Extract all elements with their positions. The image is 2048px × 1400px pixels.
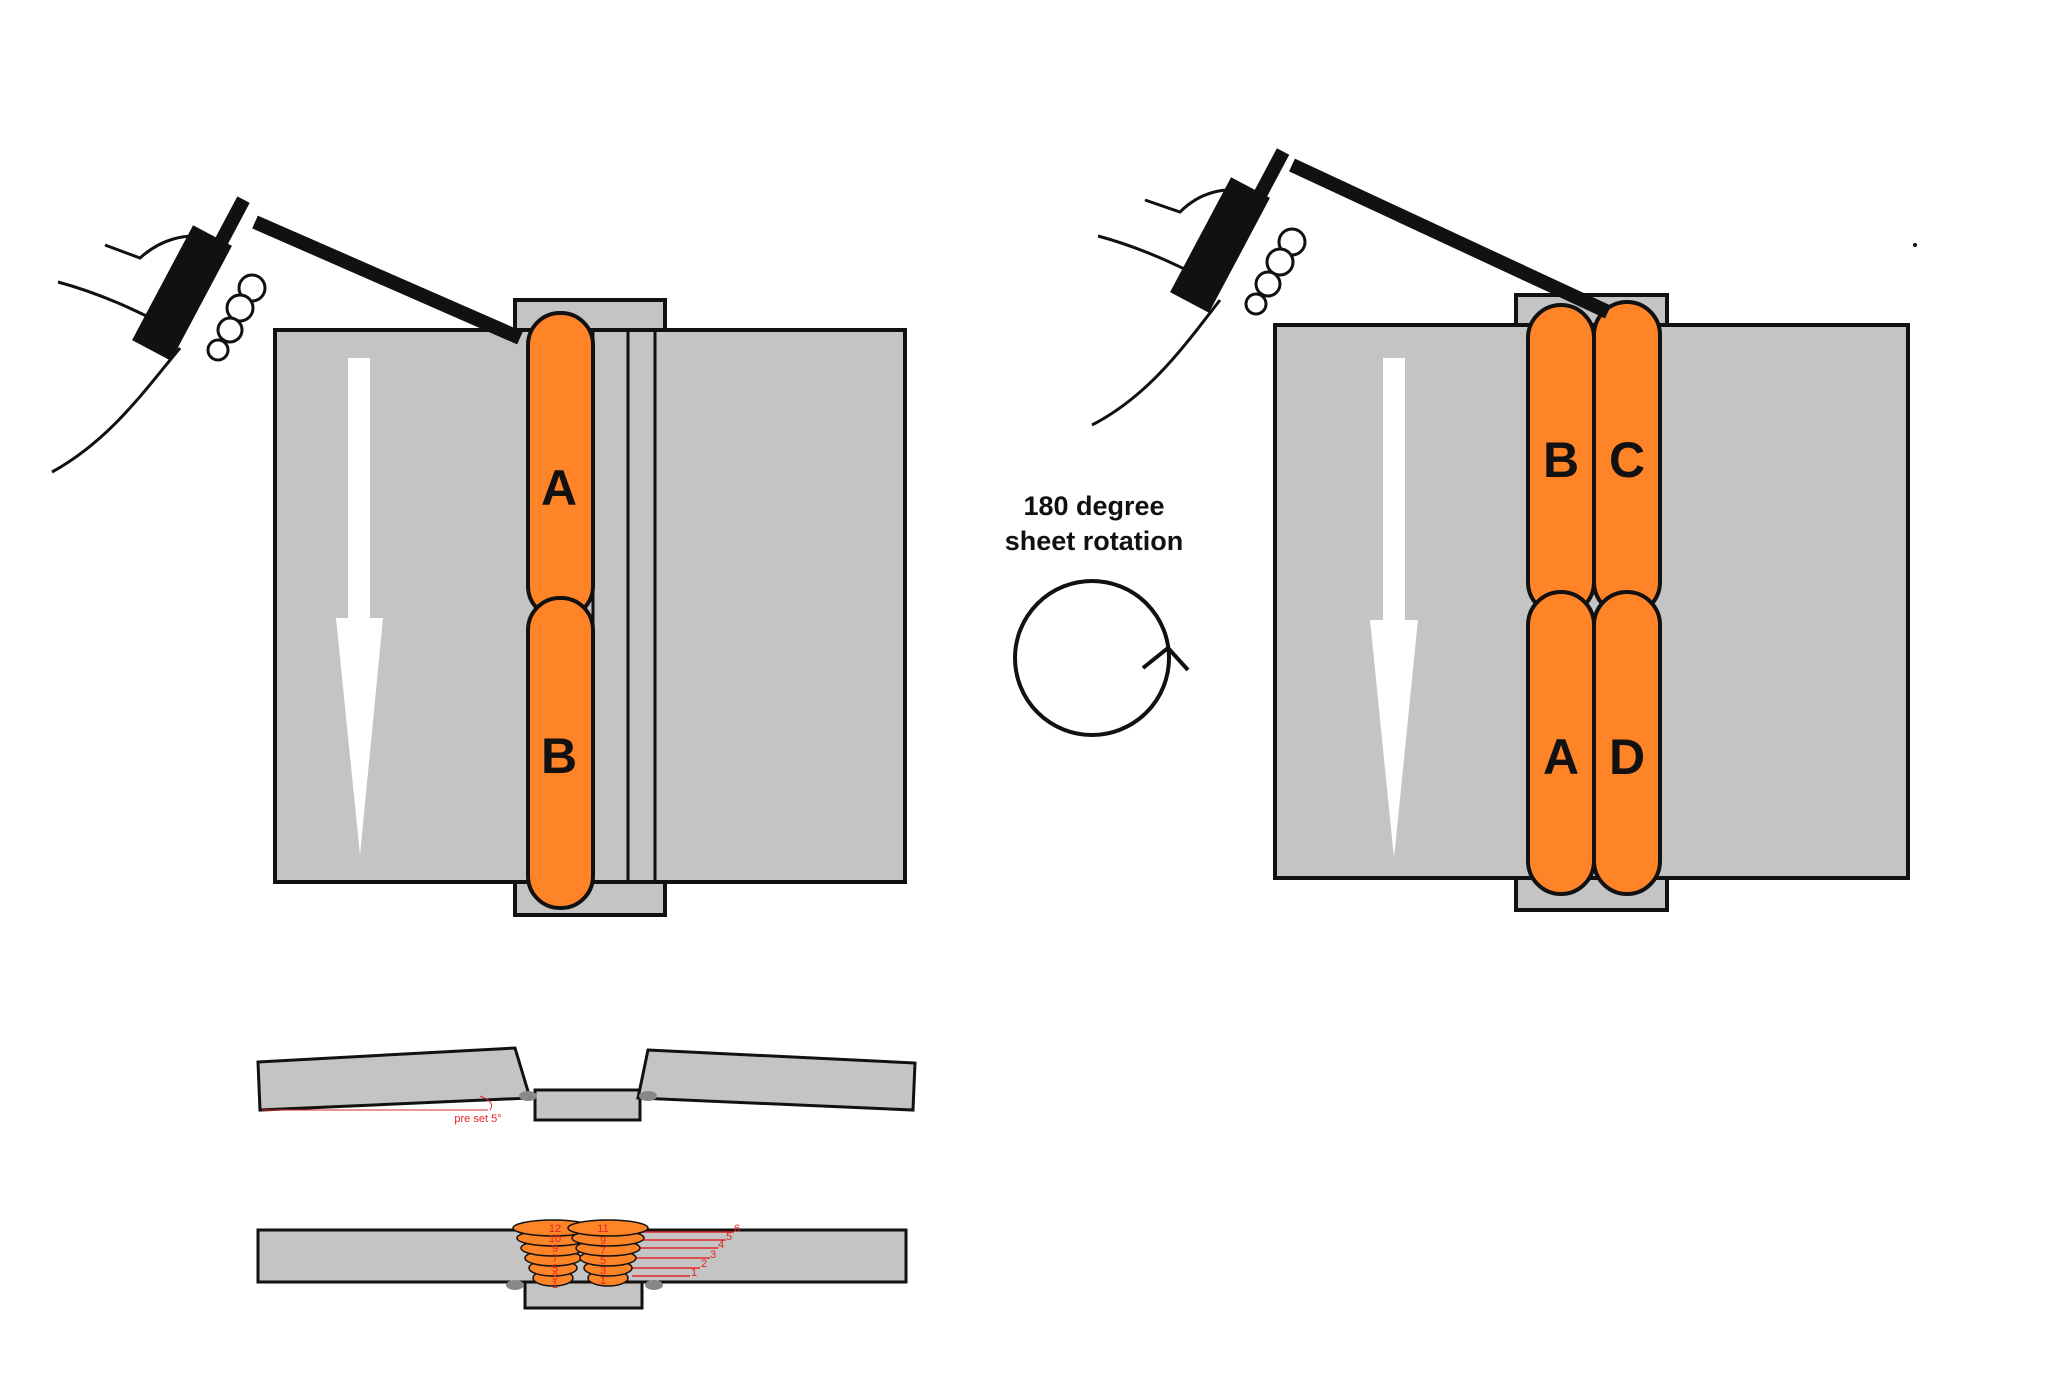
svg-text:5: 5	[600, 1255, 606, 1267]
left-panel: A B	[51, 196, 907, 917]
svg-text:3: 3	[710, 1249, 716, 1261]
preset-angle-label: pre set 5°	[454, 1113, 501, 1125]
hand-icon	[1091, 188, 1307, 427]
layer-numbers: 1 2 3 4 5 6	[691, 1223, 740, 1279]
bead-label-a-right: A	[1543, 729, 1579, 785]
svg-text:5: 5	[726, 1231, 732, 1243]
svg-text:6: 6	[734, 1223, 740, 1235]
weld-bead-c: C	[1592, 300, 1662, 617]
pass-numbers-right: 11 9 7 5 3 1	[597, 1223, 608, 1287]
backing-strip	[533, 1088, 642, 1122]
svg-text:5: 5	[552, 1263, 558, 1275]
rotation-note: 180 degree sheet rotation	[1005, 491, 1190, 737]
svg-text:3: 3	[600, 1265, 606, 1277]
rotation-arrow-icon	[1013, 579, 1190, 737]
weld-bead-d: D	[1592, 590, 1662, 896]
svg-text:1: 1	[552, 1279, 558, 1291]
rotation-caption-line2: sheet rotation	[1005, 526, 1184, 556]
svg-text:11: 11	[597, 1223, 608, 1235]
cross-section: 12 10 9 7 5 3 1 11 9 7 5 3 1 1 2 3 4 5 6	[256, 1219, 908, 1310]
svg-text:9: 9	[552, 1243, 558, 1255]
svg-text:4: 4	[718, 1239, 724, 1251]
weld-bead-b: B	[526, 596, 595, 910]
hand-icon	[51, 234, 267, 474]
svg-text:7: 7	[600, 1245, 606, 1257]
direction-arrow-icon	[336, 358, 383, 855]
svg-text:7: 7	[552, 1253, 558, 1265]
svg-text:9: 9	[600, 1235, 606, 1247]
pass-numbers-left: 12 10 9 7 5 3 1	[549, 1223, 561, 1291]
weld-bead-a: A	[526, 311, 595, 620]
bead-label-a: A	[541, 460, 577, 516]
bead-label-b-right: B	[1543, 432, 1579, 488]
weld-bead-b-right: B	[1526, 303, 1596, 617]
svg-text:2: 2	[701, 1258, 707, 1270]
right-panel: B C A D	[1091, 148, 1917, 912]
svg-text:1: 1	[691, 1267, 697, 1279]
svg-text:3: 3	[552, 1271, 558, 1283]
bead-label-d: D	[1609, 729, 1645, 785]
preset-view: pre set 5°	[256, 1046, 917, 1125]
welding-torch-icon	[132, 196, 523, 361]
bead-label-c: C	[1609, 432, 1645, 488]
weld-bead-a-right: A	[1526, 590, 1596, 896]
svg-text:10: 10	[549, 1233, 561, 1245]
welding-torch-icon	[1170, 148, 1611, 319]
bead-label-b: B	[541, 728, 577, 784]
rotation-caption-line1: 180 degree	[1023, 491, 1164, 521]
direction-arrow-icon	[1370, 358, 1418, 858]
svg-text:1: 1	[600, 1275, 606, 1287]
preset-plate-right	[636, 1048, 917, 1112]
svg-text:12: 12	[549, 1223, 561, 1235]
weld-stack-right	[567, 1219, 649, 1287]
